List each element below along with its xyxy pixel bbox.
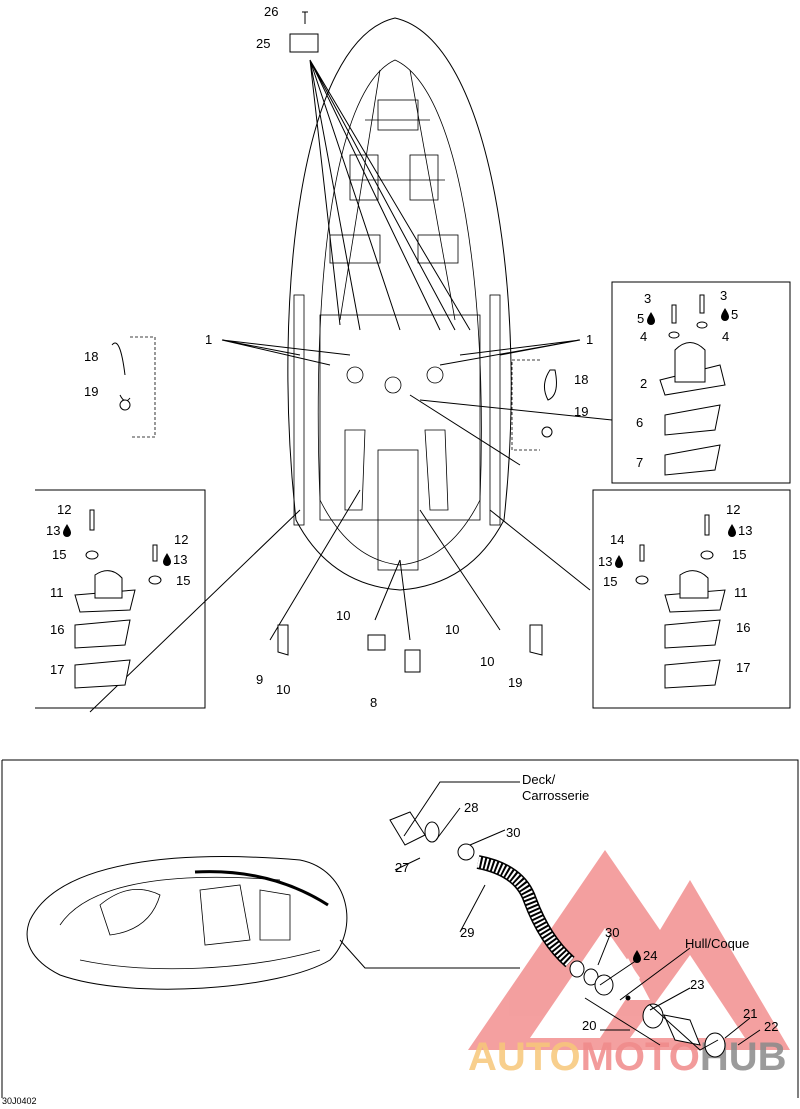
callout: 3 bbox=[644, 291, 651, 306]
hull-top-view bbox=[287, 17, 512, 591]
part-screw bbox=[302, 11, 308, 24]
hull-label: Hull/Coque bbox=[685, 936, 749, 951]
drop-icon bbox=[163, 553, 171, 566]
drop-icon bbox=[647, 312, 655, 325]
drop-icon bbox=[63, 524, 71, 537]
callout: 17 bbox=[736, 660, 750, 675]
deck-label: Deck/ bbox=[522, 772, 556, 787]
callout: 11 bbox=[50, 585, 64, 600]
mount-assembly-right bbox=[635, 514, 726, 689]
vent-assembly bbox=[389, 781, 761, 1058]
callout: 12 bbox=[174, 532, 188, 547]
callout: 24 bbox=[643, 948, 657, 963]
callout: 14 bbox=[610, 532, 624, 547]
left-box-callouts: 12 13 15 12 13 15 11 16 17 bbox=[46, 502, 190, 677]
callout: 27 bbox=[395, 860, 409, 875]
callout: 9 bbox=[256, 672, 263, 687]
callout: 13 bbox=[738, 523, 752, 538]
deck-label: Carrosserie bbox=[522, 788, 589, 803]
callout: 15 bbox=[603, 574, 617, 589]
callout: 19 bbox=[84, 384, 98, 399]
drop-icon bbox=[615, 555, 623, 568]
callout: 15 bbox=[732, 547, 746, 562]
callout: 18 bbox=[84, 349, 98, 364]
drop-icon bbox=[721, 308, 729, 321]
hull-side-rails bbox=[293, 294, 501, 526]
callout: 11 bbox=[734, 585, 748, 600]
callout: 16 bbox=[50, 622, 64, 637]
right-box-callouts: 12 13 15 14 13 15 11 16 17 bbox=[598, 502, 752, 675]
callout: 30 bbox=[605, 925, 619, 940]
callout: 7 bbox=[636, 455, 643, 470]
middle-callouts: 10 10 9 10 8 10 19 bbox=[256, 608, 522, 710]
callout: 10 bbox=[480, 654, 494, 669]
callout: 25 bbox=[256, 36, 270, 51]
part-pad bbox=[289, 33, 319, 53]
callout: 1 bbox=[586, 332, 593, 347]
callout: 10 bbox=[336, 608, 350, 623]
callout: 8 bbox=[370, 695, 377, 710]
callout: 5 bbox=[637, 311, 644, 326]
callout: 22 bbox=[764, 1019, 778, 1034]
bottom-frame bbox=[2, 759, 799, 1098]
mount-assembly-top-right bbox=[659, 294, 726, 476]
watermark-moto: MOTO bbox=[581, 1035, 700, 1079]
callout: 20 bbox=[582, 1018, 596, 1033]
callout: 5 bbox=[731, 307, 738, 322]
callout: 13 bbox=[46, 523, 60, 538]
callout: 10 bbox=[445, 622, 459, 637]
callout: 30 bbox=[506, 825, 520, 840]
callout: 28 bbox=[464, 800, 478, 815]
callout: 2 bbox=[640, 376, 647, 391]
callout: 15 bbox=[176, 573, 190, 588]
callout: 4 bbox=[640, 329, 647, 344]
mount-assembly-left bbox=[74, 509, 162, 689]
callout: 19 bbox=[574, 404, 588, 419]
callout: 19 bbox=[508, 675, 522, 690]
brackets bbox=[111, 342, 557, 673]
callout: 29 bbox=[460, 925, 474, 940]
callout: 18 bbox=[574, 372, 588, 387]
callout: 15 bbox=[52, 547, 66, 562]
callout: 23 bbox=[690, 977, 704, 992]
top-callouts: 26 25 1 1 18 19 3 3 5 5 4 4 2 6 7 18 19 bbox=[84, 4, 738, 470]
callout: 13 bbox=[173, 552, 187, 567]
leader-lines bbox=[89, 59, 613, 713]
watermark-auto: AUTO bbox=[468, 1035, 581, 1079]
callout-boxes bbox=[35, 281, 791, 709]
callout: 26 bbox=[264, 4, 278, 19]
callout: 17 bbox=[50, 662, 64, 677]
callout: 16 bbox=[736, 620, 750, 635]
bottom-callouts: Deck/ Carrosserie 28 30 27 29 30 24 Hull… bbox=[395, 772, 778, 1034]
callout: 12 bbox=[57, 502, 71, 517]
callout: 21 bbox=[743, 1006, 757, 1021]
watercraft-perspective bbox=[26, 856, 520, 990]
callout: 12 bbox=[726, 502, 740, 517]
callout: 6 bbox=[636, 415, 643, 430]
watermark-text: AUTOMOTOHUB bbox=[468, 1035, 787, 1079]
callout: 13 bbox=[598, 554, 612, 569]
callout: 3 bbox=[720, 288, 727, 303]
callout: 4 bbox=[722, 329, 729, 344]
diagram-code: 30J0402 bbox=[2, 1096, 37, 1106]
drop-icon bbox=[728, 524, 736, 537]
callout: 10 bbox=[276, 682, 290, 697]
callout: 1 bbox=[205, 332, 212, 347]
